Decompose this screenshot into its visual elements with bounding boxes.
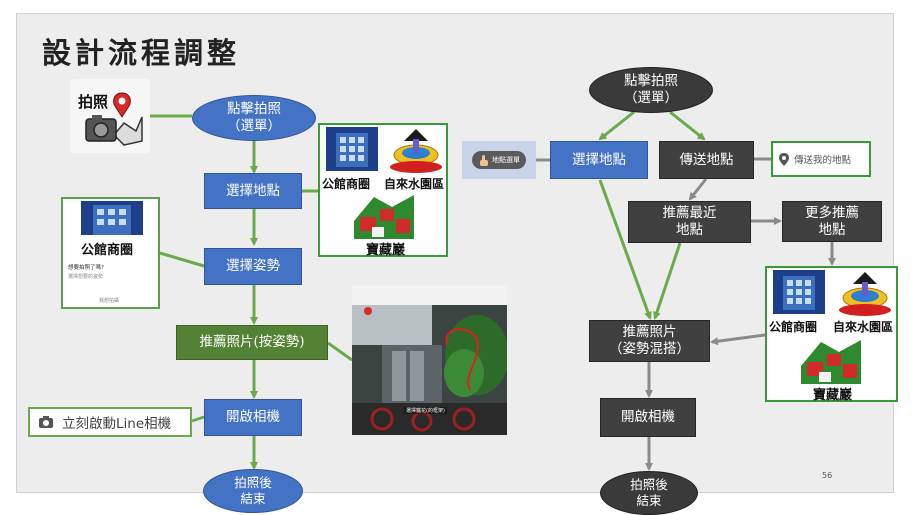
line-camera-option-label: 立刻啟動Line相機 (62, 416, 172, 432)
right-location-card: 公館商圈 自來水園區 寶藏巖 (765, 266, 898, 403)
page-number: 56 (822, 471, 833, 480)
location-menu-chip[interactable]: 地點選單 (462, 141, 536, 179)
left-select-pose-node[interactable]: 選擇姿勢 (204, 248, 302, 285)
camera-map-icon (85, 92, 143, 146)
right-send-location-node[interactable]: 傳送地點 (659, 141, 754, 179)
treasure-hill-logo-icon (801, 340, 861, 384)
send-my-location-chip[interactable]: 傳送我的地點 (771, 141, 871, 177)
arrow-nearest-to-photos (653, 242, 682, 320)
photo-scene-image (352, 285, 507, 435)
left-start-node[interactable]: 點擊拍照 （選單） (192, 95, 316, 141)
left-recommend-photos-node[interactable]: 推薦照片(按姿勢) (176, 325, 328, 360)
treasure-hill-label: 寶藏巖 (366, 243, 406, 258)
left-location-card: 公館商圈 自來水園區 寶藏巖 (318, 123, 448, 258)
touch-hand-icon (480, 154, 488, 166)
right-open-camera-node[interactable]: 開啟相機 (600, 398, 696, 437)
right-select-location-node[interactable]: 選擇地點 (550, 141, 648, 179)
link-camera-to-option (191, 415, 205, 423)
water-park-logo-icon (390, 129, 442, 173)
pose-card-building-icon (81, 201, 143, 235)
location-pin-icon (779, 152, 789, 166)
link-posecard-to-pose (159, 251, 205, 268)
camera-icon (39, 416, 53, 428)
right-recommend-photos-node[interactable]: 推薦照片 （姿勢混搭） (589, 320, 710, 362)
water-park-label: 自來水園區 (833, 320, 894, 334)
line-camera-option[interactable]: 立刻啟動Line相機 (28, 407, 192, 437)
pose-card-question: 想要拍照了嗎? (68, 265, 104, 271)
right-start-node[interactable]: 點擊拍照 （選單） (589, 67, 713, 113)
gongguan-logo-icon (773, 270, 825, 314)
arrow-location-to-photos (598, 179, 652, 320)
left-open-camera-node[interactable]: 開啟相機 (204, 399, 302, 436)
arrow-card-to-photos (710, 333, 766, 346)
link-photos-to-image (327, 341, 353, 362)
send-my-location-label: 傳送我的地點 (794, 155, 852, 166)
slide-title: 設計流程調整 (42, 36, 241, 70)
gongguan-logo-icon (326, 127, 378, 171)
right-end-node[interactable]: 拍照後 結束 (600, 471, 698, 515)
treasure-hill-label: 寶藏巖 (813, 388, 853, 403)
right-more-recommendations-node[interactable]: 更多推薦 地點 (782, 201, 882, 242)
gongguan-label: 公館商圈 (322, 177, 371, 191)
water-park-logo-icon (839, 272, 891, 316)
arrow-rstart-to-location (598, 110, 635, 141)
app-icon-label: 拍照 (78, 93, 109, 111)
pose-card-button[interactable]: 我想拍攝 (99, 298, 120, 304)
arrow-rstart-to-send (669, 110, 706, 141)
gongguan-label: 公館商圈 (769, 320, 818, 334)
pose-selection-card: 公館商圈 想要拍照了嗎? 選擇想要的姿勢 我想拍攝 (61, 197, 160, 309)
recommended-photo-preview[interactable]: 選擇鐵花(的框架) (352, 285, 507, 435)
water-park-label: 自來水園區 (384, 177, 445, 191)
pose-card-hint: 選擇想要的姿勢 (68, 274, 104, 280)
arrow-send-to-nearest (688, 178, 708, 201)
right-recommend-nearest-node[interactable]: 推薦最近 地點 (628, 201, 751, 243)
treasure-hill-logo-icon (354, 195, 414, 239)
photo-app-icon: 拍照 (70, 79, 150, 153)
left-end-node[interactable]: 拍照後 結束 (203, 469, 303, 513)
left-select-location-node[interactable]: 選擇地點 (204, 173, 302, 209)
pose-card-location: 公館商圈 (81, 243, 134, 258)
photo-caption: 選擇鐵花(的框架) (404, 407, 447, 414)
location-menu-chip-label: 地點選單 (492, 156, 520, 164)
